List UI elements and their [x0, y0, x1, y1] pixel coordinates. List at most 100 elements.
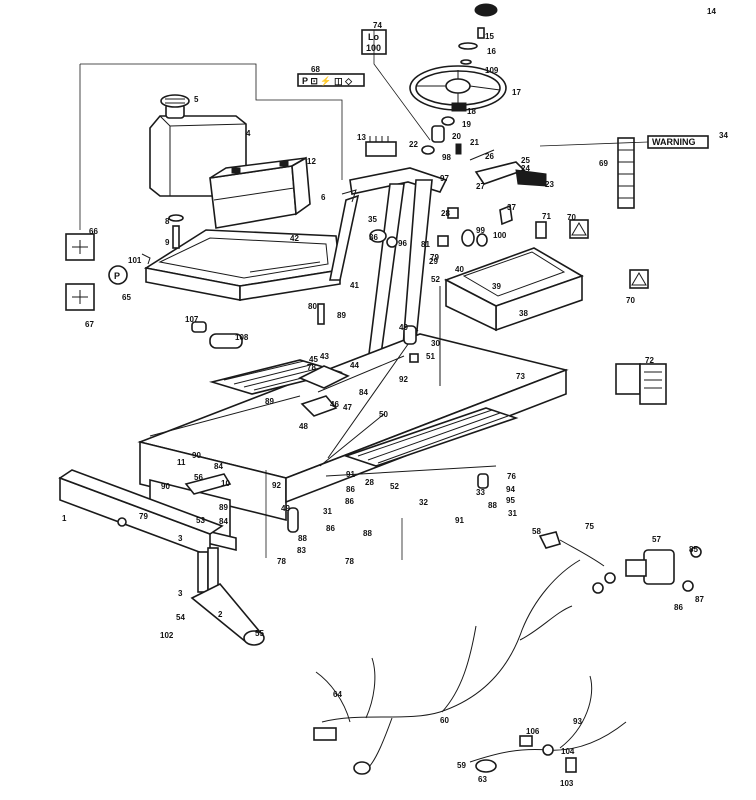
- callout-32: 32: [419, 498, 428, 507]
- callout-48: 48: [299, 422, 308, 431]
- callout-106: 106: [526, 727, 540, 736]
- footrest-right: [343, 407, 519, 467]
- speed-range-decal: [617, 137, 635, 209]
- callout-15: 15: [485, 32, 494, 41]
- warning-strip-decal: WARNING: [647, 135, 709, 149]
- callout-95: 95: [506, 496, 515, 505]
- callout-86: 86: [326, 524, 335, 533]
- callout-89: 89: [219, 503, 228, 512]
- callout-49: 49: [399, 323, 408, 332]
- callout-79: 79: [430, 253, 439, 262]
- callout-87: 87: [695, 595, 704, 604]
- callout-56: 56: [194, 473, 203, 482]
- callout-50: 50: [379, 410, 388, 419]
- callout-22: 22: [409, 140, 418, 149]
- callout-63: 63: [478, 775, 487, 784]
- callout-26: 26: [485, 152, 494, 161]
- callout-17: 17: [512, 88, 521, 97]
- callout-88: 88: [488, 501, 497, 510]
- callout-98: 98: [442, 153, 451, 162]
- callout-89: 89: [265, 397, 274, 406]
- callout-28: 28: [441, 209, 450, 218]
- control-rods: [149, 286, 497, 477]
- callout-91: 91: [455, 516, 464, 525]
- callout-109: 109: [485, 66, 499, 75]
- callout-10: 10: [221, 479, 230, 488]
- callout-93: 93: [573, 717, 582, 726]
- steering-cap: [458, 3, 498, 65]
- callout-45: 45: [309, 355, 318, 364]
- callout-78: 78: [345, 557, 354, 566]
- battery-tray: [143, 229, 341, 301]
- callout-102: 102: [160, 631, 174, 640]
- throttle-lever: [469, 149, 547, 187]
- callout-92: 92: [272, 481, 281, 490]
- callout-6: 6: [321, 193, 326, 202]
- hazard-decals: [535, 219, 649, 289]
- callout-104: 104: [561, 747, 575, 756]
- callout-76: 76: [507, 472, 516, 481]
- callout-35: 35: [368, 215, 377, 224]
- callout-85: 85: [689, 545, 698, 554]
- callout-64: 64: [333, 690, 342, 699]
- drawbar: [58, 469, 224, 558]
- battery: [209, 156, 311, 229]
- callout-19: 19: [462, 120, 471, 129]
- callout-86: 86: [345, 497, 354, 506]
- callout-38: 38: [519, 309, 528, 318]
- control-panel-decal: P ⊡ ⚡ ◫ ◇: [297, 73, 365, 87]
- callout-59: 59: [457, 761, 466, 770]
- callout-78: 78: [307, 363, 316, 372]
- callout-36: 36: [369, 233, 378, 242]
- callout-12: 12: [307, 157, 316, 166]
- starter-solenoid: [592, 546, 702, 594]
- callout-46: 46: [330, 400, 339, 409]
- callout-73: 73: [516, 372, 525, 381]
- rear-deck: [444, 247, 584, 332]
- callout-51: 51: [426, 352, 435, 361]
- callout-37: 37: [507, 203, 516, 212]
- callout-83: 83: [297, 546, 306, 555]
- callout-75: 75: [585, 522, 594, 531]
- callout-24: 24: [521, 164, 530, 173]
- panel-symbols: P ⊡ ⚡ ◫ ◇: [302, 75, 353, 87]
- callout-5: 5: [194, 95, 199, 104]
- callout-84: 84: [214, 462, 223, 471]
- callout-58: 58: [532, 527, 541, 536]
- callout-25: 25: [521, 156, 530, 165]
- callout-4: 4: [246, 129, 251, 138]
- callout-40: 40: [455, 265, 464, 274]
- callout-60: 60: [440, 716, 449, 725]
- callout-92: 92: [399, 375, 408, 384]
- choke-decal-symbol: P: [114, 271, 120, 281]
- fuse-strip: [365, 136, 397, 157]
- callout-107: 107: [185, 315, 199, 324]
- lift-decals: [65, 233, 95, 311]
- column-parts: [421, 102, 467, 155]
- leader-lines: [79, 30, 649, 560]
- callout-42: 42: [290, 234, 299, 243]
- callout-31: 31: [323, 507, 332, 516]
- callout-13: 13: [357, 133, 366, 142]
- callout-3: 3: [178, 534, 183, 543]
- callout-33: 33: [476, 488, 485, 497]
- callout-99: 99: [476, 226, 485, 235]
- callout-86: 86: [674, 603, 683, 612]
- callout-11: 11: [177, 458, 186, 467]
- callout-47: 47: [343, 403, 352, 412]
- callout-90: 90: [161, 482, 170, 491]
- callout-52: 52: [390, 482, 399, 491]
- operating-decals: [615, 363, 667, 405]
- callout-1: 1: [62, 514, 67, 523]
- callout-28: 28: [365, 478, 374, 487]
- callout-103: 103: [560, 779, 574, 788]
- callout-3: 3: [178, 589, 183, 598]
- front-axle-yoke: [190, 547, 265, 646]
- callout-67: 67: [85, 320, 94, 329]
- callout-100: 100: [493, 231, 507, 240]
- callout-91: 91: [346, 470, 355, 479]
- callout-18: 18: [467, 107, 476, 116]
- callout-88: 88: [363, 529, 372, 538]
- callout-68: 68: [311, 65, 320, 74]
